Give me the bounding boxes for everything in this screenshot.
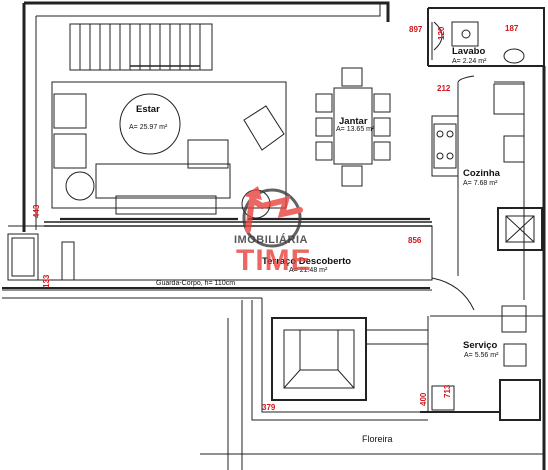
kitchen-counter: [431, 115, 459, 177]
lavabo-sink: [451, 21, 479, 47]
room-area-estar: A= 25.97 m²: [129, 124, 168, 131]
armchair-3: [243, 105, 285, 151]
dimension-400: 400: [419, 392, 428, 406]
washing-machine: [501, 305, 527, 333]
ottoman: [187, 139, 229, 169]
lavabo-toilet: [503, 48, 525, 64]
room-area-jantar: A= 13.65 m²: [336, 126, 375, 133]
cooktop: [433, 123, 457, 169]
dimension-897: 897: [409, 25, 423, 34]
dimension-133: 133: [42, 274, 51, 288]
living-rug: [51, 81, 287, 209]
planter-diag: [283, 330, 355, 389]
room-name-servico: Serviço: [463, 340, 498, 351]
terrace-front: [2, 289, 432, 299]
kitchen-sink: [503, 135, 525, 163]
watermark-line1: IMOBILIÁRIA: [234, 234, 308, 246]
room-area-servico: A= 5.56 m²: [464, 352, 499, 359]
terrace-door-arc: [431, 277, 475, 311]
laundry-sink: [503, 343, 527, 367]
kitchen-door-arc: [457, 75, 475, 83]
room-area-terraco: A= 21.48 m²: [289, 267, 328, 274]
floreira-inner: [241, 300, 428, 470]
dimension-443: 443: [32, 204, 41, 218]
room-area-lavabo: A= 2.24 m²: [452, 58, 487, 65]
sofa-back: [115, 195, 217, 215]
floreira-lines: [200, 298, 544, 470]
planter-inner: [283, 329, 355, 389]
dimension-713: 713: [443, 384, 452, 398]
left-niche: [7, 233, 39, 281]
watermark-logo: [242, 186, 303, 248]
room-name-jantar: Jantar: [339, 116, 368, 127]
left-niche-inner: [11, 237, 35, 277]
room-name-lavabo: Lavabo: [452, 46, 486, 57]
lavabo-walls: [427, 7, 545, 67]
sofa: [95, 163, 231, 199]
terrace-wall: [8, 225, 433, 281]
dining-table: [333, 87, 373, 165]
sliding-door-track: [44, 221, 432, 227]
room-name-terraco: Terraço Descoberto: [262, 256, 352, 267]
side-table: [65, 171, 95, 201]
staircase: [69, 23, 213, 71]
armchair-1: [53, 93, 87, 129]
dimension-212: 212: [437, 84, 451, 93]
dimension-120: 120: [437, 26, 446, 40]
service-shaft: [499, 379, 541, 421]
dimension-856: 856: [408, 236, 422, 245]
dimension-379: 379: [262, 403, 276, 412]
room-area-cozinha: A= 7.68 m²: [463, 180, 498, 187]
room-name-floreira: Floreira: [362, 434, 393, 444]
fridge: [493, 83, 525, 115]
armchair-2: [53, 133, 87, 169]
terrace-bench: [61, 241, 75, 281]
outer-wall-top: [22, 1, 390, 232]
boiler: [431, 385, 455, 411]
planter-outer: [271, 317, 367, 401]
room-name-cozinha: Cozinha: [463, 168, 500, 179]
guard-rail-note: Guarda-Corpo, h= 110cm: [156, 280, 236, 287]
room-name-estar: Estar: [136, 104, 160, 115]
watermark-line2: TIME: [236, 244, 312, 277]
kitchen-counter-right: [494, 81, 525, 300]
top-inner-line: [36, 3, 381, 17]
kitchen-shaft: [497, 207, 543, 251]
coffee-table: [119, 93, 181, 155]
hall-lines: [366, 329, 428, 345]
dimension-187: 187: [505, 24, 519, 33]
